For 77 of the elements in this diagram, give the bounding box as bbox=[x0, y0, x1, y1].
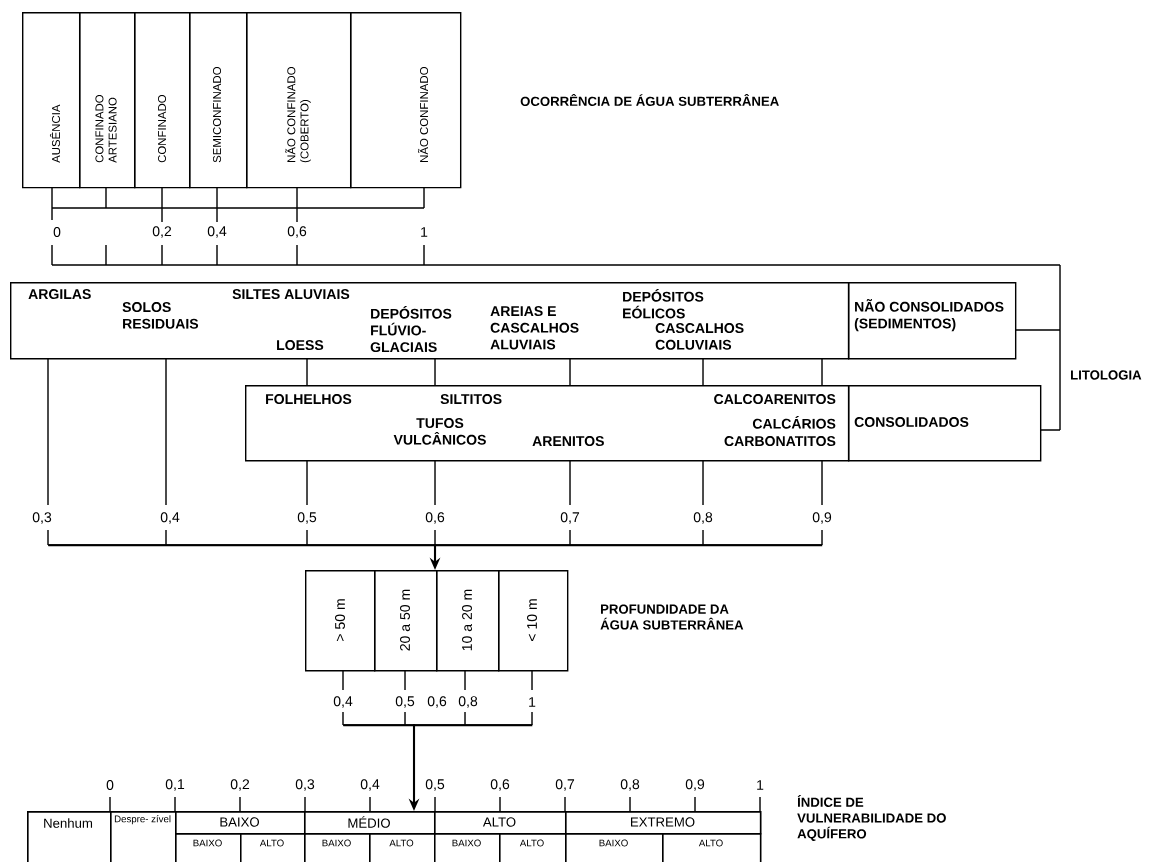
rock-type-label: ARGILAS bbox=[28, 289, 91, 300]
category-column: NÃO CONFINADO (COBERTO) bbox=[246, 12, 352, 189]
scale-value: 1 bbox=[757, 780, 764, 790]
depth-column: > 50 m bbox=[305, 570, 376, 672]
scale-value: 0,2 bbox=[230, 779, 250, 791]
rock-type-label: CALCÁRIOS bbox=[752, 416, 836, 429]
category-cell: NÃO CONSOLIDADOS (SEDIMENTOS) bbox=[848, 282, 1017, 360]
category-column: CONFINADO ARTESIANO bbox=[79, 12, 136, 189]
depth-column: 20 a 50 m bbox=[374, 570, 438, 672]
category-column: AUSÊNCIA bbox=[22, 12, 81, 189]
rock-type-label: DEPÓSITOS FLÚVIO-GLACIAIS bbox=[370, 306, 452, 353]
rock-type-label: AREIAS E CASCALHOS ALUVIAIS bbox=[490, 306, 579, 350]
section-title: ÍNDICE DE VULNERABILIDADE DO AQUÍFERO bbox=[797, 795, 946, 841]
scale-value: 0,4 bbox=[333, 696, 353, 708]
rock-type-label: LOESS bbox=[277, 340, 324, 351]
table-cell: ALTO bbox=[499, 833, 567, 862]
rock-type-label: TUFOS VULCÂNICOS bbox=[393, 418, 486, 445]
table-cell: Nenhum bbox=[27, 811, 112, 862]
scale-value: 0,6 bbox=[490, 779, 510, 791]
category-column: SEMICONFINADO bbox=[189, 12, 248, 189]
scale-value: 0 bbox=[106, 780, 114, 790]
scale-value: 0,7 bbox=[555, 779, 575, 791]
scale-value: 0,2 bbox=[152, 226, 172, 238]
lithology-box bbox=[245, 385, 850, 462]
scale-value: 1 bbox=[529, 697, 536, 707]
category-cell: CONSOLIDADOS bbox=[848, 385, 1042, 462]
category-column: CONFINADO bbox=[134, 12, 191, 189]
scale-value: 0,5 bbox=[425, 779, 445, 791]
scale-value: 0,4 bbox=[360, 779, 380, 791]
scale-value: 0,6 bbox=[287, 226, 307, 238]
table-cell: Despre- zível bbox=[110, 811, 177, 862]
depth-column: 10 a 20 m bbox=[436, 570, 500, 672]
scale-value: 0,4 bbox=[207, 226, 227, 238]
scale-bar bbox=[48, 544, 823, 547]
category-column: NÃO CONFINADO bbox=[350, 12, 462, 189]
scale-value: 0,5 bbox=[297, 512, 317, 524]
scale-value: 0,3 bbox=[295, 779, 315, 791]
scale-value: 0,1 bbox=[165, 779, 185, 791]
scale-value: 1 bbox=[421, 227, 428, 237]
rock-type-label: CALCOARENITOS bbox=[714, 394, 836, 405]
depth-column: < 10 m bbox=[498, 570, 569, 672]
rock-type-label: ARENITOS bbox=[532, 436, 604, 447]
scale-value: 0,8 bbox=[693, 512, 713, 524]
table-cell: BAIXO bbox=[304, 833, 371, 862]
table-cell: MÉDIO bbox=[304, 811, 436, 835]
table-cell: BAIXO bbox=[434, 833, 501, 862]
scale-value: 0,7 bbox=[560, 512, 580, 524]
scale-value: 0,6 bbox=[427, 696, 447, 708]
rock-type-label: SILTES ALUVIAIS bbox=[232, 289, 350, 300]
scale-value: 0,8 bbox=[620, 779, 640, 791]
section-title: OCORRÊNCIA DE ÁGUA SUBTERRÂNEA bbox=[520, 94, 779, 106]
rock-type-label: CARBONATITOS bbox=[724, 436, 836, 447]
scale-value: 0,9 bbox=[685, 779, 705, 791]
scale-value: 0 bbox=[53, 227, 61, 237]
rock-type-label: CASCALHOS COLUVIAIS bbox=[655, 323, 744, 350]
table-cell: ALTO bbox=[240, 833, 306, 862]
table-cell: ALTO bbox=[434, 811, 567, 835]
table-cell: BAIXO bbox=[565, 833, 664, 862]
scale-value: 0,4 bbox=[160, 512, 180, 524]
table-cell: EXTREMO bbox=[565, 811, 762, 835]
rock-type-label: DEPÓSITOS EÓLICOS bbox=[623, 289, 704, 319]
table-cell: ALTO bbox=[662, 833, 762, 862]
table-cell: ALTO bbox=[369, 833, 436, 862]
scale-value: 0,5 bbox=[395, 696, 415, 708]
table-cell: BAIXO bbox=[175, 833, 242, 862]
scale-value: 0,8 bbox=[458, 696, 478, 708]
rock-type-label: SILTITOS bbox=[440, 394, 502, 405]
section-title: PROFUNDIDADE DA ÁGUA SUBTERRÂNEA bbox=[600, 604, 744, 630]
rock-type-label: FOLHELHOS bbox=[266, 394, 352, 405]
table-cell: BAIXO bbox=[175, 811, 306, 835]
lithology-box bbox=[10, 282, 850, 360]
scale-bar bbox=[343, 724, 533, 727]
rock-type-label: SOLOS RESIDUAIS bbox=[122, 302, 199, 329]
scale-value: 0,6 bbox=[425, 512, 445, 524]
scale-value: 0,3 bbox=[32, 512, 52, 524]
scale-value: 0,9 bbox=[812, 512, 832, 524]
section-title: LITOLOGIA bbox=[1071, 370, 1142, 380]
